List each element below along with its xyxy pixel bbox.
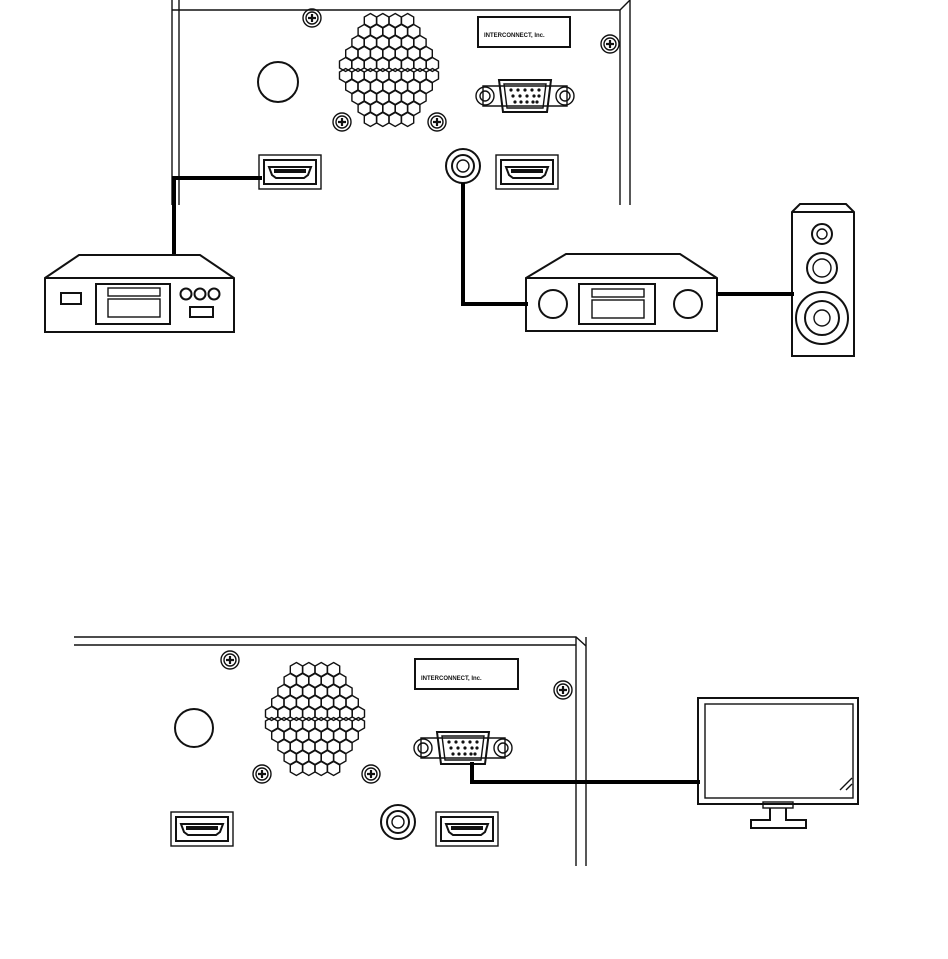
audio-cable (463, 183, 528, 304)
nameplate (415, 659, 518, 689)
source-device (45, 255, 234, 332)
vent-grille-icon (266, 663, 365, 776)
nameplate (478, 17, 570, 47)
hdmi-out-port-icon (496, 155, 558, 189)
power-hole-icon (258, 62, 298, 102)
speaker (792, 204, 854, 356)
nameplate-text: INTERCONNECT, Inc. (421, 676, 482, 682)
top-rear-panel: INTERCONNECT, Inc. (172, 0, 630, 205)
vent-grille-icon (340, 14, 439, 127)
bottom-rear-panel: INTERCONNECT, Inc. (74, 637, 586, 866)
monitor-screen (705, 704, 853, 798)
hdmi-in-port-icon (171, 812, 233, 846)
monitor (698, 698, 858, 828)
hdmi-out-port-icon (436, 812, 498, 846)
vga-port-icon (476, 80, 574, 112)
hdmi-in-port-icon (259, 155, 321, 189)
hdmi-cable (174, 178, 262, 254)
power-hole-icon (175, 709, 213, 747)
nameplate-text: INTERCONNECT, Inc. (484, 33, 545, 39)
vga-port-icon (414, 732, 512, 764)
av-receiver (526, 254, 717, 331)
